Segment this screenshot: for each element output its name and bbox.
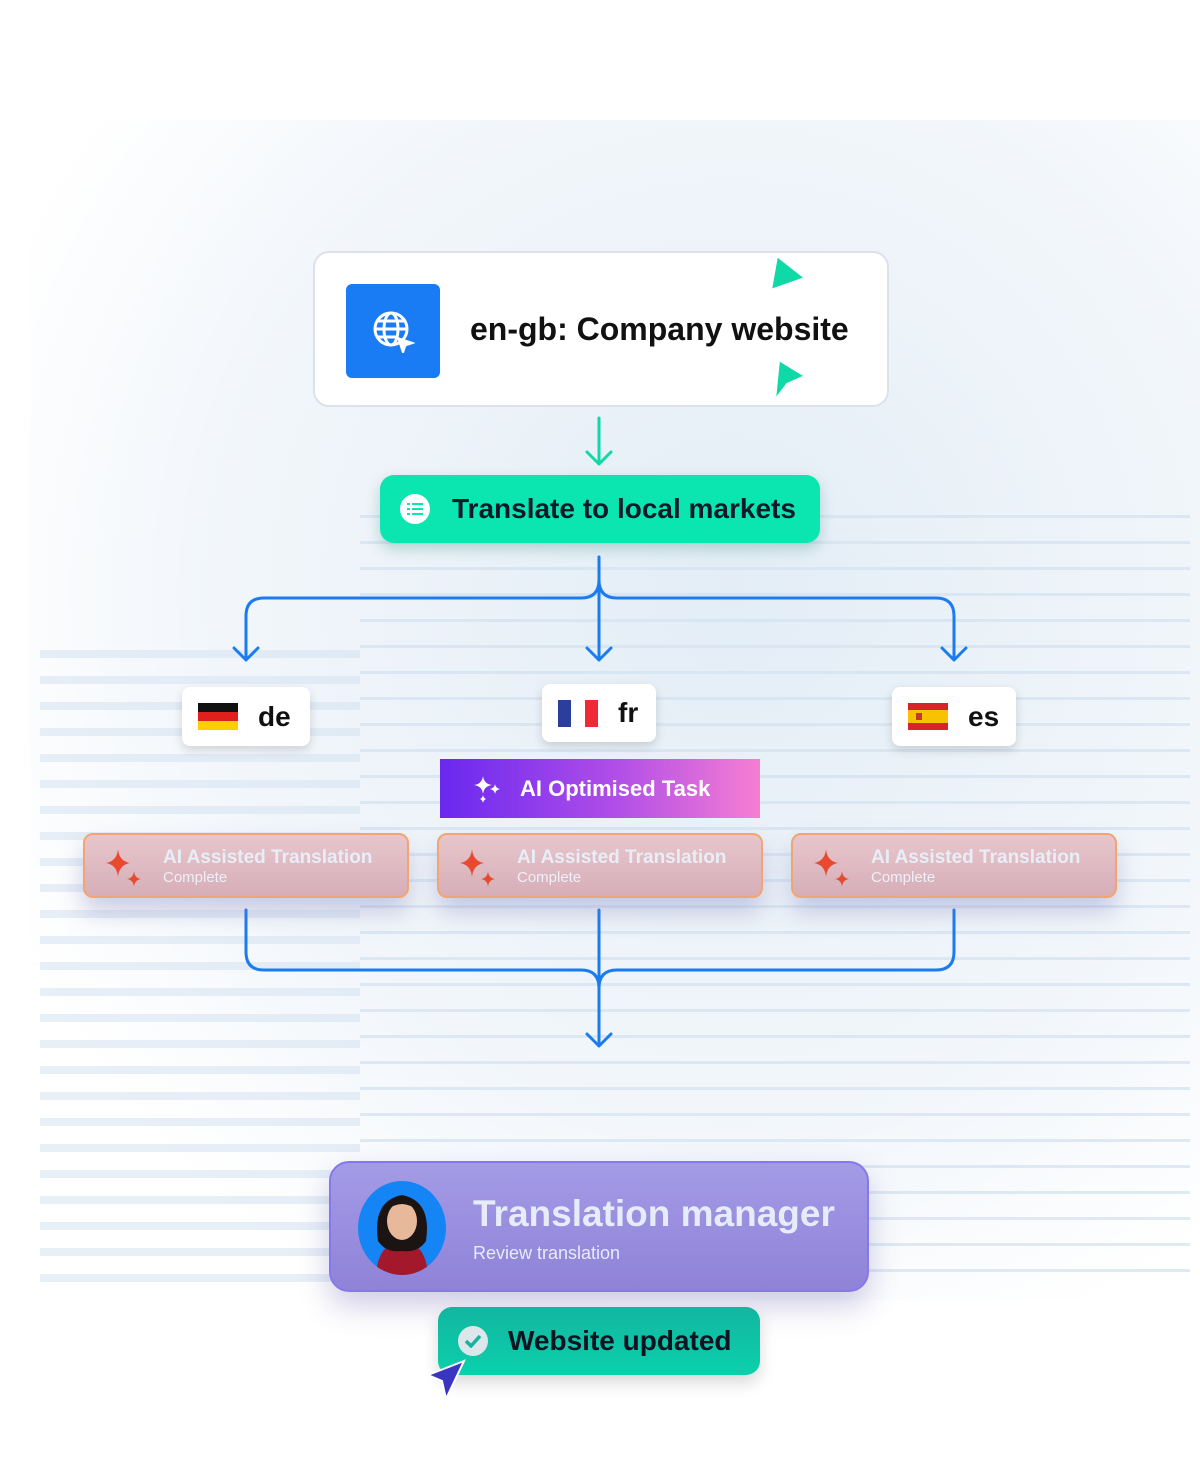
task-status: Complete xyxy=(163,869,228,886)
task-card[interactable]: AI Assisted Translation Complete xyxy=(83,833,409,898)
spain-flag-icon xyxy=(908,703,948,730)
result-label: Website updated xyxy=(508,1325,732,1356)
language-de[interactable]: de xyxy=(182,687,310,746)
translate-step[interactable]: Translate to local markets xyxy=(380,475,820,543)
arrow-source-to-step xyxy=(585,416,613,466)
task-title: AI Assisted Translation xyxy=(517,847,727,868)
language-es[interactable]: es xyxy=(892,687,1016,746)
merge-lines xyxy=(244,908,956,1048)
task-card[interactable]: AI Assisted Translation Complete xyxy=(437,833,763,898)
avatar xyxy=(358,1181,446,1275)
sparkle-icon xyxy=(814,849,849,887)
reviewer-title: Translation manager xyxy=(473,1193,835,1234)
ai-optimised-task[interactable]: AI Optimised Task xyxy=(440,759,760,818)
language-code: es xyxy=(968,700,1000,732)
globe-cursor-icon xyxy=(346,284,440,378)
reviewer-subtitle: Review translation xyxy=(473,1243,621,1263)
task-card[interactable]: AI Assisted Translation Complete xyxy=(791,833,1117,898)
ai-task-label: AI Optimised Task xyxy=(520,775,711,801)
cursor-icons xyxy=(769,254,808,402)
sparkle-icon xyxy=(106,849,141,887)
website-updated-badge[interactable]: Website updated xyxy=(438,1307,760,1375)
language-code: de xyxy=(258,700,291,732)
list-icon xyxy=(400,494,430,524)
cursor-icon xyxy=(425,1359,466,1403)
source-title: en-gb: Company website xyxy=(470,311,849,347)
germany-flag-icon xyxy=(198,703,238,730)
task-title: AI Assisted Translation xyxy=(871,847,1081,868)
background-stripes xyxy=(40,650,360,1300)
cursor-icon xyxy=(773,358,808,402)
language-fr[interactable]: fr xyxy=(542,684,656,742)
task-status: Complete xyxy=(871,869,936,886)
check-circle-icon xyxy=(458,1326,488,1356)
cursor-icon xyxy=(769,254,808,292)
sparkle-icon xyxy=(460,849,495,887)
branch-lines xyxy=(232,555,968,662)
task-status: Complete xyxy=(517,869,582,886)
sparkles-icon xyxy=(474,775,500,803)
translation-manager-card[interactable]: Translation manager Review translation xyxy=(329,1161,869,1292)
task-title: AI Assisted Translation xyxy=(163,847,373,868)
language-code: fr xyxy=(618,697,639,728)
france-flag-icon xyxy=(558,699,598,727)
step-label: Translate to local markets xyxy=(452,493,796,524)
